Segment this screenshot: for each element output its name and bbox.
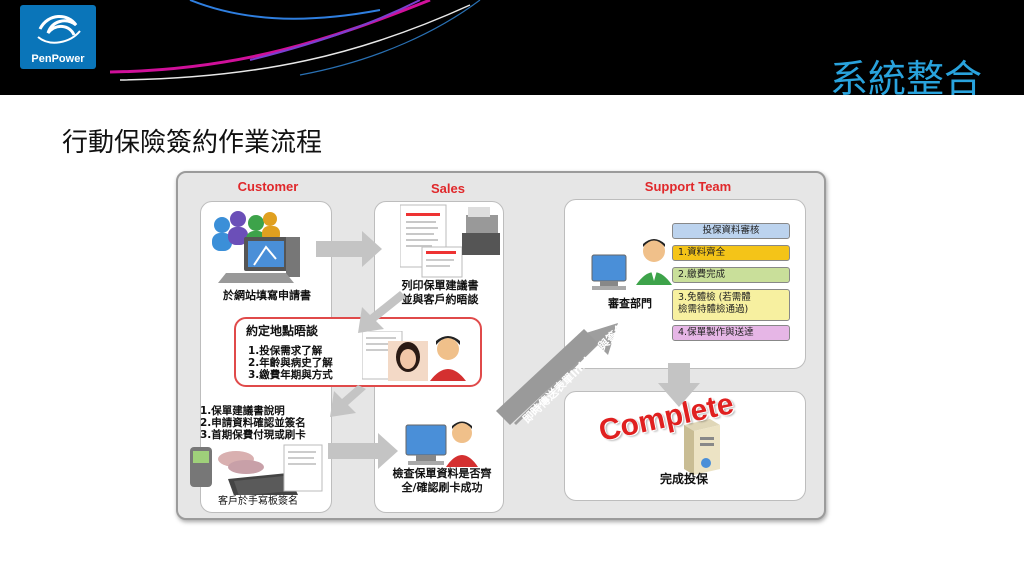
server-icon	[684, 419, 720, 475]
banner-swoosh-decoration	[109, 0, 481, 81]
lane-header-customer: Customer	[237, 179, 299, 194]
meeting-item: 2.年齡與病史了解	[248, 357, 333, 369]
customer-step-label: 於網站填寫申請書	[223, 289, 311, 302]
meeting-item: 3.繳費年期與方式	[248, 369, 333, 381]
workflow-diagram: Customer Sales Support Team 於網站填寫申請書 列印保…	[176, 171, 826, 520]
sales-print-label-1: 列印保單建議書	[401, 279, 479, 292]
meeting-title: 約定地點晤談	[246, 324, 319, 338]
penpower-logo: PenPower	[20, 5, 96, 69]
review-dept-label: 審查部門	[608, 297, 652, 310]
complete-label: 完成投保	[659, 472, 708, 486]
review-step-line: 檢需待體檢通過)	[678, 304, 749, 315]
printed-documents-icon	[400, 204, 500, 278]
review-step: 4.保單製作與送達	[672, 325, 790, 341]
review-step-line: 3.免體檢 (若需體	[678, 292, 751, 303]
computer-users-icon	[212, 211, 300, 283]
arrow-right	[316, 231, 382, 267]
check-label-2: 全/確認刷卡成功	[401, 481, 483, 494]
check-label-1: 檢查保單資料是否齊	[392, 467, 492, 480]
review-step: 投保資料審核	[672, 223, 790, 239]
slide-subtitle: 行動保險簽約作業流程	[62, 128, 323, 158]
page-title: 系統整合	[829, 57, 982, 95]
logo-text: PenPower	[31, 53, 85, 65]
review-step: 2.繳費完成	[672, 267, 790, 283]
flow-arrows	[316, 231, 700, 469]
transfer-arrow-body	[496, 329, 598, 425]
logo-swirl-icon	[37, 15, 81, 44]
arrow-down-left	[330, 385, 366, 417]
tablet-signing-icon	[190, 444, 323, 501]
lane-header-sales: Sales	[431, 181, 465, 196]
lane-header-support: Support Team	[644, 179, 732, 194]
arrow-right	[328, 433, 398, 469]
tablet-sign-label: 客戶於手寫板簽名	[218, 495, 298, 508]
review-department-icon	[591, 239, 672, 290]
arrow-down	[658, 363, 700, 407]
review-step: 1.資料齊全	[672, 245, 790, 261]
explain-item: 1.保單建議書說明	[200, 405, 285, 417]
sales-print-label-2: 並與客戶約晤談	[401, 293, 479, 306]
check-computer-icon	[405, 421, 478, 467]
header-banner: PenPower 系統整合	[0, 0, 1024, 95]
explain-item: 2.申請資料確認並簽名	[200, 417, 306, 429]
meeting-people-icon	[362, 331, 466, 381]
arrow-down-left	[358, 291, 406, 333]
review-step-physical: 3.免體檢 (若需體 檢需待體檢通過)	[672, 289, 790, 321]
explain-item: 3.首期保費付現或刷卡	[200, 429, 306, 441]
meeting-item: 1.投保需求了解	[248, 345, 323, 357]
